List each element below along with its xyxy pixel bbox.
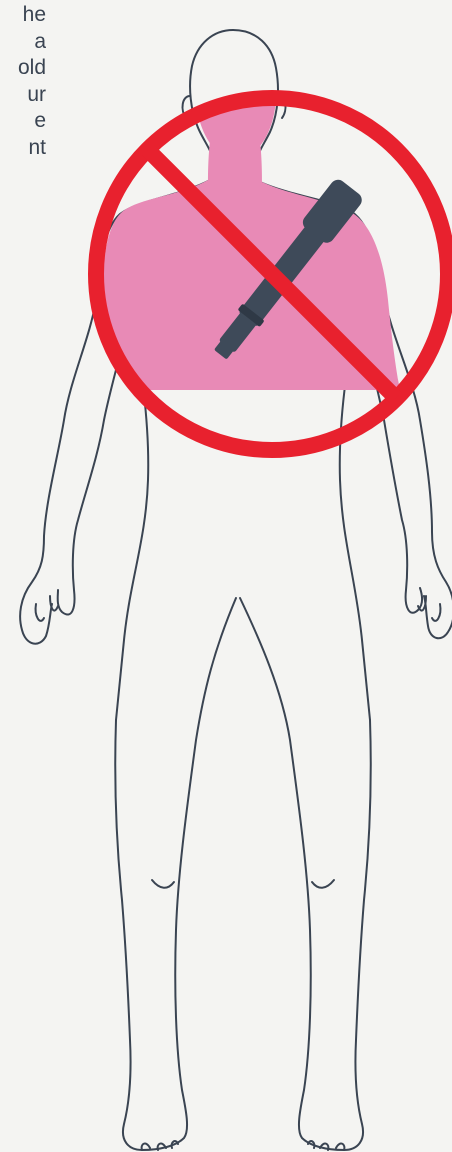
left-hand-fingers — [36, 596, 58, 621]
torso-highlight — [100, 86, 400, 390]
left-knee — [152, 880, 174, 888]
right-knee — [312, 880, 334, 888]
right-leg-outer — [240, 598, 371, 1150]
left-leg-outer — [115, 598, 236, 1150]
